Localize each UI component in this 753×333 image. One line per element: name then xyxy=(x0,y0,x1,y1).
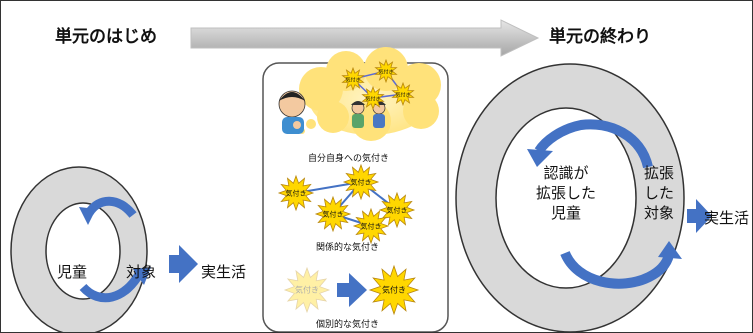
unit-start-label: 単元のはじめ xyxy=(55,27,157,47)
cloud-awareness-star-label: 気付き xyxy=(395,92,410,99)
left-block-arrow xyxy=(169,245,198,283)
caption-individual-awareness: 個別的な気付き xyxy=(316,320,380,330)
relational-awareness-star: 気付き xyxy=(277,174,315,212)
relational-awareness-star-label: 気付き xyxy=(323,210,344,219)
right-object-line-2: した xyxy=(643,184,674,202)
cloud-awareness-star-label: 気付き xyxy=(345,77,360,84)
relational-awareness-star-label: 気付き xyxy=(286,189,307,198)
relational-awareness-star: 気付き xyxy=(314,195,352,233)
relational-awareness-star-label: 気付き xyxy=(361,222,382,231)
cloud-awareness-star-label: 気付き xyxy=(365,96,380,103)
progress-arrow xyxy=(190,19,540,57)
right-object-line-3: 対象 xyxy=(643,204,674,222)
individual-awareness-star: 気付き xyxy=(368,264,420,316)
cloud-awareness-star: 気付き xyxy=(374,58,398,84)
right-block-arrow xyxy=(687,199,712,233)
left-object-label: 対象 xyxy=(126,263,157,281)
relational-awareness-star-label: 気付き xyxy=(387,206,408,215)
caption-relational-awareness: 関係的な気付き xyxy=(316,243,380,253)
individual-awareness-star-faded: 気付き xyxy=(283,266,331,314)
relational-awareness-star-label: 気付き xyxy=(351,178,372,187)
right-cycle-arrow-bottom xyxy=(560,250,674,289)
relational-awareness-star: 気付き xyxy=(342,163,380,201)
unit-end-label: 単元の終わり xyxy=(549,27,651,47)
left-cycle-arrow-bottom xyxy=(79,268,145,303)
cloud-awareness-star: 気付き xyxy=(391,81,415,107)
star-layer: 気付き気付き気付き気付き気付き気付き気付き気付き気付き気付き気付き xyxy=(277,58,420,316)
caption-self-awareness: 自分自身への気付き xyxy=(308,154,390,164)
cloud-awareness-star-label: 気付き xyxy=(378,69,393,76)
individual-awareness-star-faded-label: 気付き xyxy=(295,285,319,295)
children-illustration xyxy=(351,101,386,128)
right-object-line-1: 拡張 xyxy=(643,164,674,182)
left-real-life-label: 実生活 xyxy=(201,263,247,281)
left-ring xyxy=(10,166,148,332)
right-cycle-arrow-top xyxy=(534,119,653,169)
left-child-label: 児童 xyxy=(57,263,88,281)
right-object-label: 拡張 した 対象 xyxy=(639,163,679,223)
right-real-life-label: 実生活 xyxy=(704,209,750,227)
individual-arrow xyxy=(337,273,367,307)
right-child-line-2: 拡張した xyxy=(535,184,596,202)
cloud-awareness-star: 気付き xyxy=(361,85,385,111)
thinking-child-illustration xyxy=(278,90,306,134)
right-child-line-1: 認識が xyxy=(543,164,589,182)
right-child-label: 認識が 拡張した 児童 xyxy=(521,163,611,223)
individual-awareness-star-label: 気付き xyxy=(382,285,406,295)
relational-awareness-star: 気付き xyxy=(352,207,390,245)
cloud-awareness-star: 気付き xyxy=(341,66,365,92)
relational-awareness-star: 気付き xyxy=(378,191,416,229)
right-child-line-3: 児童 xyxy=(550,204,581,222)
